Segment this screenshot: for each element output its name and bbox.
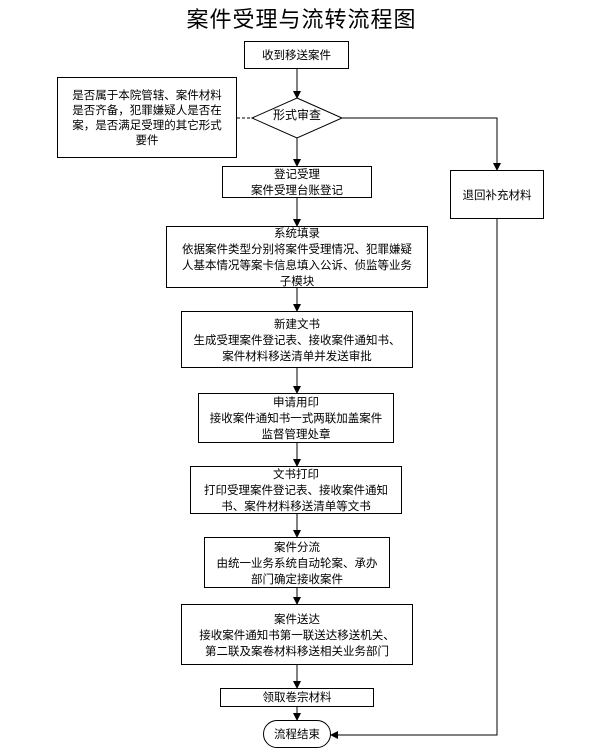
receive-case-node: 收到移送案件 xyxy=(244,41,349,69)
case-delivery-node: 案件送达 接收案件通知书第一联送达移送机关、 第二联及案卷材料移送相关业务部门 xyxy=(181,604,413,665)
case-delivery-line: 第二联及案卷材料移送相关业务部门 xyxy=(205,643,389,658)
note-line: 是否齐备，犯罪嫌疑人是否在 xyxy=(72,102,222,117)
print-documents-line: 打印受理案件登记表、接收案件通知 xyxy=(204,483,388,497)
register-title: 登记受理 xyxy=(274,167,320,181)
diagram-title: 案件受理与流转流程图 xyxy=(186,8,417,33)
case-dispatch-line: 由统一业务系统自动轮案、承办 xyxy=(216,555,378,570)
return-materials-label: 退回补充材料 xyxy=(462,187,532,202)
print-documents-node: 文书打印 打印受理案件登记表、接收案件通知 书、案件材料移送清单等文书 xyxy=(190,466,402,514)
case-dispatch-line: 部门确定接收案件 xyxy=(251,571,343,586)
system-entry-title: 系统填录 xyxy=(274,226,320,240)
new-document-title: 新建文书 xyxy=(274,316,320,331)
new-document-line: 案件材料移送清单并发送审批 xyxy=(222,348,372,363)
system-entry-node: 系统填录 依据案件类型分别将案件受理情况、犯罪嫌疑 人基本情况等案卡信息填入公诉… xyxy=(166,226,428,288)
process-end-label: 流程结束 xyxy=(274,727,320,741)
case-dispatch-title: 案件分流 xyxy=(274,539,320,554)
collect-file-node: 领取卷宗材料 xyxy=(220,688,374,707)
review-decision: 形式审查 xyxy=(272,108,321,122)
process-end-node: 流程结束 xyxy=(263,720,331,748)
arrow-review-return xyxy=(342,117,501,171)
arrow-return-end xyxy=(330,219,498,739)
new-document-node: 新建文书 生成受理案件登记表、接收案件通知书、 案件材料移送清单并发送审批 xyxy=(181,311,413,368)
return-materials-node: 退回补充材料 xyxy=(450,170,544,219)
note-line: 案，是否满足受理的其它形式 xyxy=(72,117,222,132)
seal-request-line: 接收案件通知书一式两联加盖案件 xyxy=(209,411,383,425)
seal-request-line: 监督管理处章 xyxy=(261,427,331,441)
note-line: 是否属于本院管辖、案件材料 xyxy=(72,87,222,102)
register-node: 登记受理 案件受理台账登记 xyxy=(222,166,372,198)
new-document-line: 生成受理案件登记表、接收案件通知书、 xyxy=(193,332,401,347)
case-dispatch-node: 案件分流 由统一业务系统自动轮案、承办 部门确定接收案件 xyxy=(204,537,390,588)
review-criteria-note: 是否属于本院管辖、案件材料 是否齐备，犯罪嫌疑人是否在 案，是否满足受理的其它形… xyxy=(57,77,237,158)
note-line: 要件 xyxy=(135,132,159,147)
seal-request-node: 申请用印 接收案件通知书一式两联加盖案件 监督管理处章 xyxy=(198,393,394,443)
collect-file-label: 领取卷宗材料 xyxy=(262,690,332,704)
print-documents-line: 书、案件材料移送清单等文书 xyxy=(221,499,371,513)
receive-case-label: 收到移送案件 xyxy=(262,48,331,62)
system-entry-line: 子模块 xyxy=(279,274,315,288)
case-delivery-title: 案件送达 xyxy=(274,611,320,626)
print-documents-title: 文书打印 xyxy=(273,467,319,481)
seal-request-title: 申请用印 xyxy=(273,395,319,409)
review-diamond xyxy=(250,97,344,139)
system-entry-line: 人基本情况等案卡信息填入公诉、侦监等业务 xyxy=(182,258,412,272)
register-detail: 案件受理台账登记 xyxy=(251,183,343,197)
system-entry-line: 依据案件类型分别将案件受理情况、犯罪嫌疑 xyxy=(182,242,412,256)
case-delivery-line: 接收案件通知书第一联送达移送机关、 xyxy=(199,627,395,642)
